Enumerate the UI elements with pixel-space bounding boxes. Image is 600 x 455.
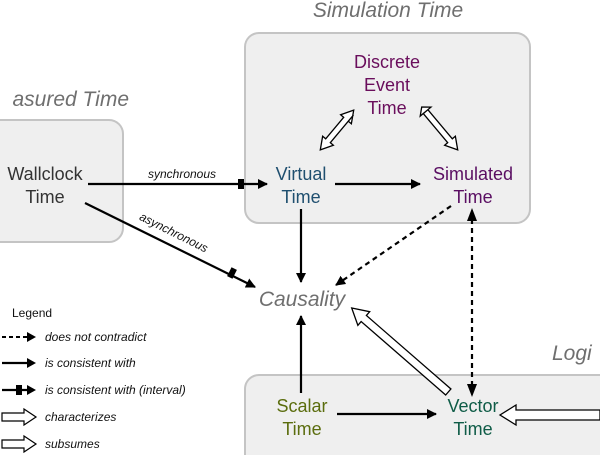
node-discrete-event-time: Discrete Event Time: [354, 52, 420, 118]
legend: Legend does not contradict is consistent…: [1, 306, 186, 454]
discrete-event-line1: Discrete: [354, 52, 420, 72]
legend-swatch-hollow-thin: [1, 434, 38, 454]
virtual-line2: Time: [281, 187, 320, 207]
legend-swatch-dashed: [2, 332, 36, 342]
measured-time-title: asured Time: [12, 88, 129, 111]
node-scalar-time: Scalar Time: [276, 396, 327, 439]
edge-vector-causality-hollow: [350, 307, 452, 396]
edge-wallclock-virtual: [88, 179, 268, 189]
discrete-event-line3: Time: [367, 98, 406, 118]
simulation-time-title: Simulation Time: [313, 0, 463, 22]
edge-discrete-simulated-hollow: [419, 106, 459, 151]
edge-label-synchronous: synchronous: [148, 167, 216, 181]
discrete-event-line2: Event: [364, 75, 410, 95]
legend-item-2-label: is consistent with (interval): [45, 383, 186, 397]
scalar-line2: Time: [282, 419, 321, 439]
wallclock-line2: Time: [25, 187, 64, 207]
legend-item-4-label: subsumes: [45, 437, 100, 451]
legend-swatch-interval: [2, 385, 36, 395]
edge-label-asynchronous: asynchronous: [137, 209, 210, 255]
node-vector-time: Vector Time: [447, 396, 498, 439]
scalar-line1: Scalar: [276, 396, 327, 416]
legend-item-0-label: does not contradict: [45, 330, 147, 344]
node-virtual-time: Virtual Time: [276, 164, 327, 207]
vector-line2: Time: [453, 419, 492, 439]
simulated-line2: Time: [453, 187, 492, 207]
wallclock-line1: Wallclock: [7, 164, 83, 184]
edge-wallclock-causality: [84, 202, 256, 288]
legend-swatch-hollow: [1, 407, 38, 427]
virtual-line1: Virtual: [276, 164, 327, 184]
legend-item-1-label: is consistent with: [45, 356, 136, 370]
edge-incoming-vector-hollow: [498, 403, 600, 427]
edge-discrete-virtual-hollow: [319, 109, 355, 151]
simulation-time-group: [244, 32, 531, 224]
node-causality: Causality: [259, 288, 347, 311]
node-simulated-time: Simulated Time: [433, 164, 513, 207]
vector-line1: Vector: [447, 396, 498, 416]
simulated-line1: Simulated: [433, 164, 513, 184]
legend-title: Legend: [12, 306, 52, 320]
logical-time-title: Logi: [552, 342, 593, 365]
measured-time-group: [0, 119, 124, 243]
arrowhead-down: [467, 384, 477, 397]
node-wallclock-time: Wallclock Time: [7, 164, 83, 207]
arrowhead-up: [467, 208, 477, 221]
legend-swatch-solid: [2, 358, 36, 368]
legend-item-3-label: characterizes: [45, 410, 116, 424]
